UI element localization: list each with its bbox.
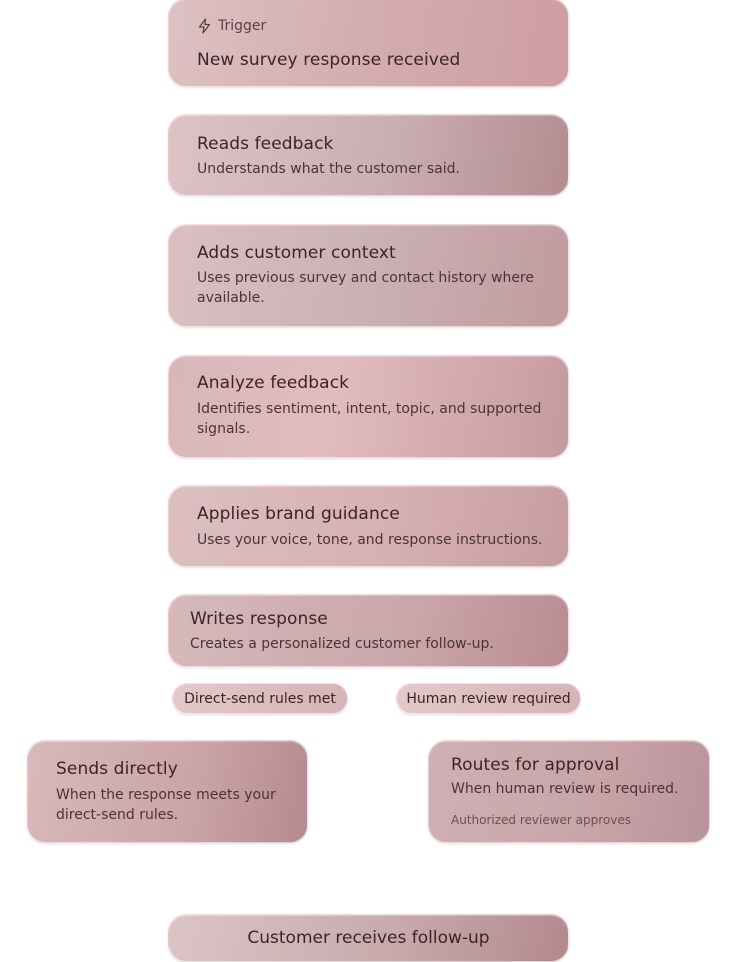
step-title: Applies brand guidance xyxy=(197,504,400,524)
step-description: Uses previous survey and contact history… xyxy=(197,270,534,306)
step-title: Analyze feedback xyxy=(197,373,350,393)
step-applies-brand-guidance[interactable]: Applies brand guidance Uses your voice, … xyxy=(168,485,569,567)
branch-routes-for-approval[interactable]: Routes for approval When human review is… xyxy=(428,740,710,843)
branch-title: Sends directly xyxy=(56,759,178,779)
step-writes-response[interactable]: Writes response Creates a personalized c… xyxy=(168,594,569,667)
step-title: Writes response xyxy=(190,609,328,629)
step-title: Adds customer context xyxy=(197,243,396,263)
branch-condition-human-review[interactable]: Human review required xyxy=(396,683,581,714)
step-description: Understands what the customer said. xyxy=(197,161,460,177)
step-adds-customer-context[interactable]: Adds customer context Uses previous surv… xyxy=(168,224,569,327)
outcome-node[interactable]: Customer receives follow-up xyxy=(168,914,569,962)
step-description: Uses your voice, tone, and response inst… xyxy=(197,532,543,548)
branch-title: Routes for approval xyxy=(451,755,620,775)
trigger-label: Trigger xyxy=(218,18,267,34)
trigger-node[interactable]: Trigger New survey response received xyxy=(168,0,569,87)
outcome-title: Customer receives follow-up xyxy=(247,928,490,948)
step-analyze-feedback[interactable]: Analyze feedback Identifies sentiment, i… xyxy=(168,355,569,458)
trigger-title: New survey response received xyxy=(197,50,461,70)
branch-description: When the response meets your direct-send… xyxy=(56,787,276,823)
step-reads-feedback[interactable]: Reads feedback Understands what the cust… xyxy=(168,114,569,196)
branch-description: When human review is required. xyxy=(451,781,679,797)
step-title: Reads feedback xyxy=(197,134,334,154)
trigger-header: Trigger xyxy=(197,18,266,34)
branch-condition-direct-send[interactable]: Direct-send rules met xyxy=(172,683,348,714)
step-description: Creates a personalized customer follow-u… xyxy=(190,636,494,652)
lightning-bolt-icon xyxy=(198,18,211,34)
step-description: Identifies sentiment, intent, topic, and… xyxy=(197,401,542,437)
approval-note: Authorized reviewer approves xyxy=(451,813,631,827)
branch-sends-directly[interactable]: Sends directly When the response meets y… xyxy=(27,740,308,843)
